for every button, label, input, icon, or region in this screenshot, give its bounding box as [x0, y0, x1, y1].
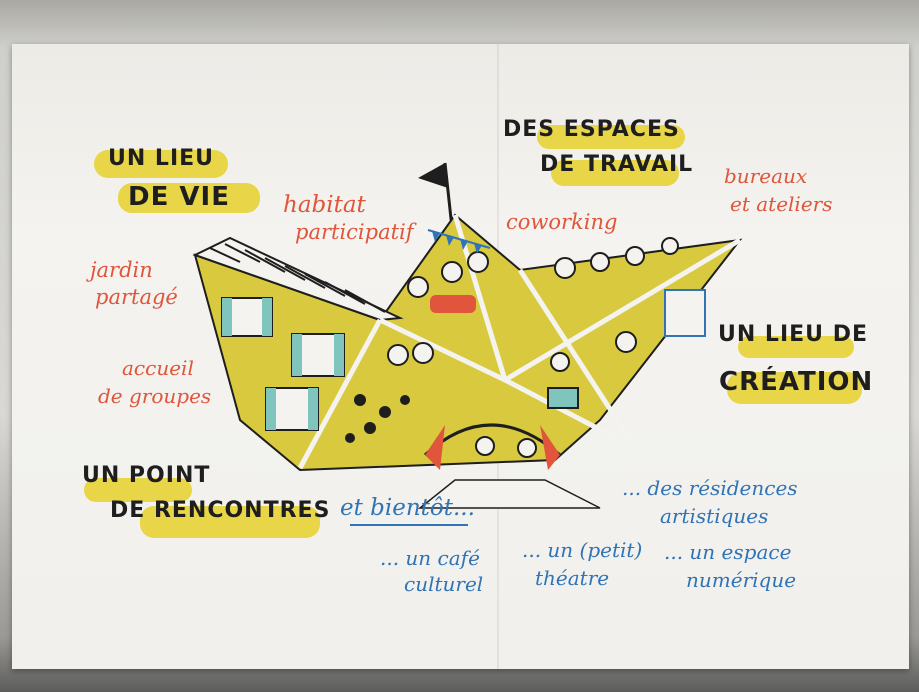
note-culturel: culturel — [404, 572, 484, 596]
note-un-espace: ... un espace — [664, 540, 792, 564]
highlight-rencontres — [140, 506, 320, 538]
heading-de-vie: DE VIE — [128, 182, 230, 212]
bientot-underline — [350, 524, 468, 526]
heading-un-point: UN POINT — [82, 463, 211, 488]
roof-stripes — [209, 243, 386, 313]
roof — [192, 236, 404, 322]
heading-des-espaces: DES ESPACES — [503, 117, 680, 142]
garden-plants — [345, 394, 410, 443]
highlight-point — [84, 478, 192, 502]
highlight-creation1 — [738, 336, 854, 358]
note-theatre: théatre — [535, 566, 610, 590]
note-participatif: participatif — [295, 220, 414, 244]
laptop — [547, 387, 579, 409]
note-jardin: jardin — [90, 258, 153, 282]
note-cafe: ... un café — [380, 546, 480, 570]
easel-canvas — [664, 289, 706, 337]
shutters — [222, 298, 344, 430]
highlight-vie — [118, 183, 260, 213]
note-et-bientot: et bientôt... — [340, 495, 475, 521]
note-habitat: habitat — [283, 192, 366, 218]
note-de-groupes: de groupes — [98, 384, 212, 408]
note-petit: ... un (petit) — [522, 538, 643, 562]
note-bureaux: bureaux — [724, 164, 808, 188]
heading-creation: CRÉATION — [719, 367, 874, 397]
table — [430, 295, 476, 313]
curtain-right — [540, 425, 560, 470]
highlight-travail — [551, 160, 679, 186]
note-artistiques: artistiques — [660, 504, 769, 528]
note-ateliers: et ateliers — [730, 192, 833, 216]
highlight-creation2 — [727, 372, 862, 404]
highlight-espaces — [537, 125, 685, 149]
heading-de-travail: DE TRAVAIL — [540, 152, 694, 177]
note-residences: ... des résidences — [622, 476, 798, 500]
note-accueil: accueil — [122, 356, 194, 380]
curtain-left — [425, 425, 445, 470]
stage-floor — [417, 479, 601, 509]
note-coworking: coworking — [506, 210, 618, 234]
note-numerique: numérique — [686, 568, 797, 592]
bunting-flags — [432, 231, 482, 254]
heading-un-lieu: UN LIEU — [108, 146, 215, 171]
heading-de-rencontres: DE RENCONTRES — [110, 498, 331, 523]
flag — [418, 163, 448, 188]
highlight-lieu — [94, 150, 228, 178]
note-partage: partagé — [95, 285, 178, 309]
heading-un-lieu-de: UN LIEU DE — [718, 322, 868, 347]
